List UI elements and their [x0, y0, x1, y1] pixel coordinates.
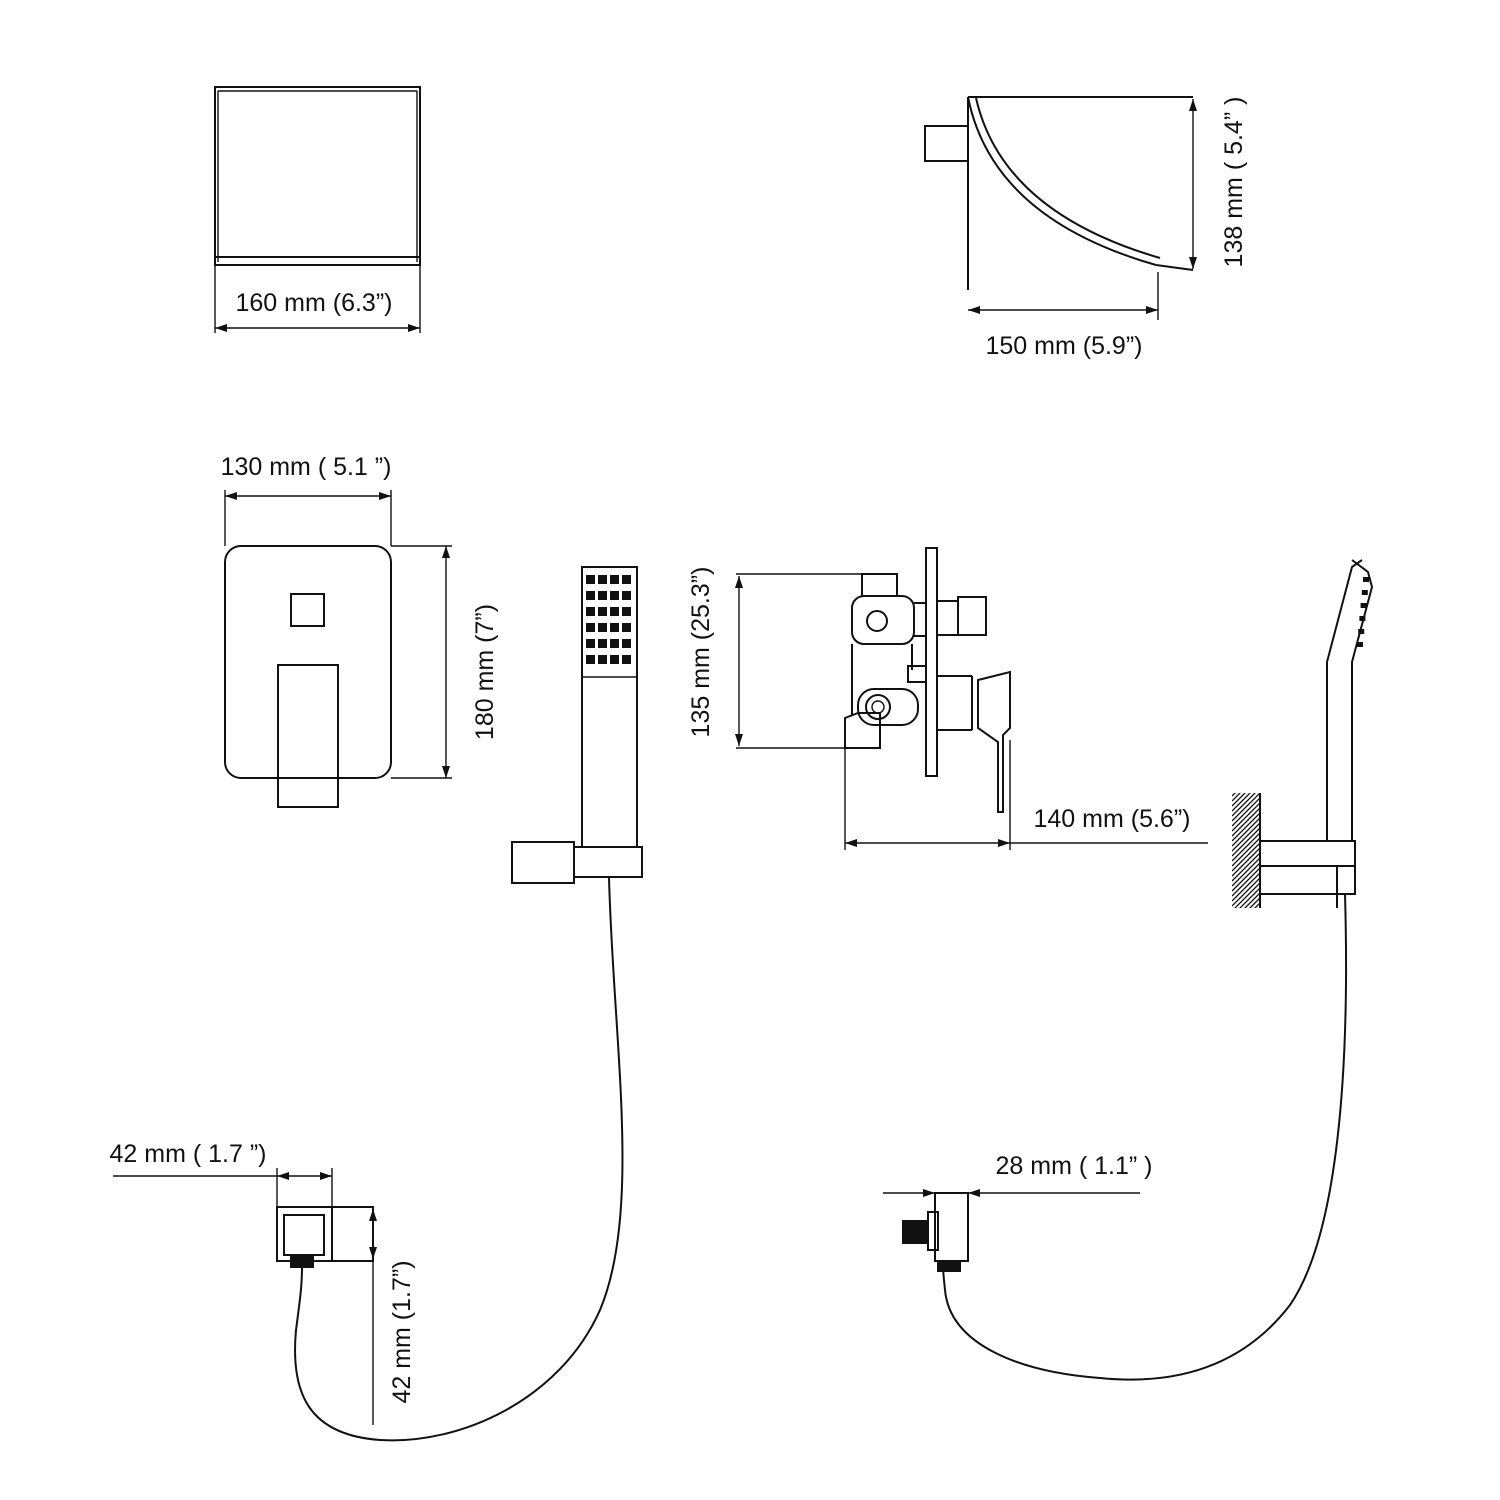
spray-nozzle: [598, 655, 607, 664]
spray-nozzle: [622, 655, 631, 664]
spray-nozzle: [598, 591, 607, 600]
valve-trim-plate: [224, 545, 392, 808]
spout-side-view: [924, 96, 1194, 320]
spray-nozzle: [586, 607, 595, 616]
side-nozzle: [1359, 616, 1366, 621]
spray-nozzle: [610, 655, 619, 664]
spout-depth-label: 150 mm (5.9”): [986, 332, 1143, 360]
valve-side-view: [844, 547, 1011, 813]
plate-height-label: 180 mm (7”): [471, 604, 499, 740]
spray-nozzle: [622, 639, 631, 648]
side-spray-nozzles: [1357, 577, 1369, 647]
spray-nozzle-grid: [586, 575, 631, 664]
valve-height-label: 135 mm (25.3”): [687, 567, 715, 738]
thread-connector-bottom: [937, 1261, 961, 1272]
spout-width-dimension: 160 mm (6.3”): [214, 265, 421, 333]
spray-nozzle: [622, 623, 631, 632]
spray-nozzle: [598, 575, 607, 584]
spray-nozzle: [586, 655, 595, 664]
spray-nozzle: [610, 575, 619, 584]
wall-hatch: [1232, 793, 1261, 908]
side-nozzle: [1363, 577, 1369, 582]
elbow-height-dimension: 42 mm (1.7”): [369, 1209, 416, 1425]
spray-nozzle: [622, 591, 631, 600]
elbow-side-depth-dimension: 28 mm ( 1.1” ): [883, 1152, 1153, 1197]
wall-elbow-side: [902, 1192, 969, 1272]
plate-width-label: 130 mm ( 5.1 ”): [221, 453, 392, 481]
valve-depth-dimension: 140 mm (5.6”): [844, 740, 1208, 850]
spray-nozzle: [610, 591, 619, 600]
side-nozzle: [1361, 590, 1368, 595]
spray-nozzle: [598, 623, 607, 632]
side-nozzle: [1357, 642, 1363, 647]
spray-nozzle: [622, 575, 631, 584]
spout-front-view: [214, 86, 421, 266]
valve-height-dimension: 135 mm (25.3”): [687, 567, 862, 749]
spout-width-label: 160 mm (6.3”): [236, 289, 393, 317]
spray-nozzle: [610, 623, 619, 632]
elbow-height-label: 42 mm (1.7”): [388, 1260, 416, 1403]
plate-width-dimension: 130 mm ( 5.1 ”): [221, 453, 392, 546]
side-nozzle: [1360, 603, 1367, 608]
spray-nozzle: [586, 639, 595, 648]
hand-shower-front: [511, 566, 643, 884]
spray-nozzle: [586, 575, 595, 584]
shower-hose-side: [942, 893, 1348, 1381]
elbow-width-label: 42 mm ( 1.7 ”): [110, 1140, 267, 1168]
spout-height-label: 138 mm ( 5.4” ): [1220, 97, 1248, 268]
spray-nozzle: [598, 639, 607, 648]
shower-hose: [294, 876, 624, 1442]
spray-nozzle: [586, 623, 595, 632]
hand-shower-side: [1259, 559, 1374, 908]
spray-nozzle: [610, 607, 619, 616]
spray-nozzle: [598, 607, 607, 616]
elbow-width-dimension: 42 mm ( 1.7 ”): [110, 1140, 333, 1207]
thread-connector-front: [290, 1255, 314, 1268]
spout-depth-dimension: 150 mm (5.9”): [968, 306, 1158, 360]
spout-height-dimension: 138 mm ( 5.4” ): [1189, 97, 1248, 269]
side-nozzle: [1358, 629, 1365, 634]
spray-nozzle: [610, 639, 619, 648]
plate-height-dimension: 180 mm (7”): [391, 545, 499, 779]
elbow-side-depth-label: 28 mm ( 1.1” ): [996, 1152, 1153, 1180]
spray-nozzle: [586, 591, 595, 600]
wall-elbow-front: [276, 1206, 374, 1268]
valve-depth-label: 140 mm (5.6”): [1034, 805, 1191, 833]
spray-nozzle: [622, 607, 631, 616]
thread-connector-side: [902, 1220, 928, 1244]
